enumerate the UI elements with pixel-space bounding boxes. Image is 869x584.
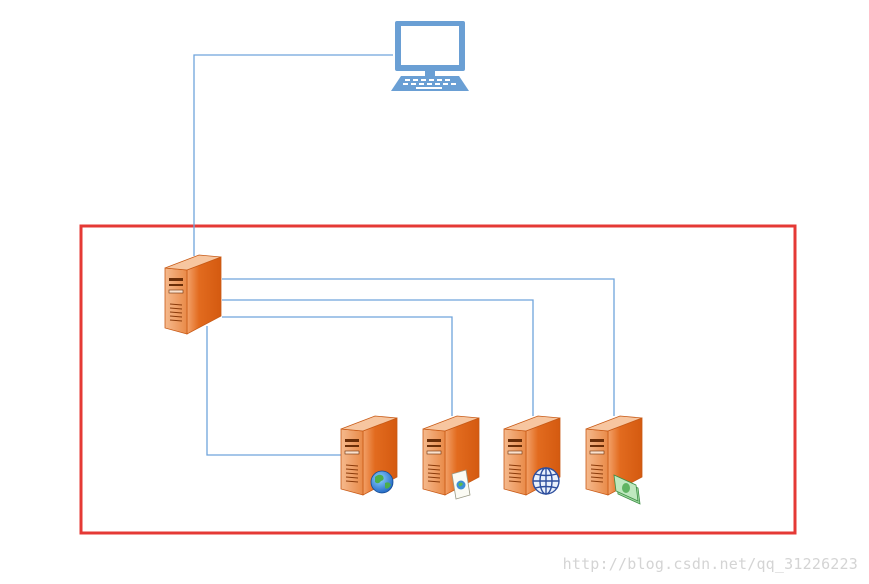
- server-icon-money: [585, 415, 643, 505]
- web-globe-badge-icon: [532, 467, 560, 495]
- gateway-server-icon: [164, 254, 222, 335]
- globe-badge-icon: [370, 470, 394, 494]
- connection-lines: [193, 54, 615, 456]
- watermark: http://blog.csdn.net/qq_31226223: [562, 555, 858, 573]
- edge-gateway-server-3: [222, 299, 534, 416]
- edge-client-gateway: [193, 54, 393, 256]
- edge-gateway-server-4: [222, 278, 615, 416]
- edge-gateway-server-2: [222, 316, 453, 416]
- server-icon-globe: [340, 415, 398, 496]
- edge-gateway-server-1: [206, 326, 343, 456]
- server-icon-document: [422, 415, 480, 500]
- document-badge-icon: [451, 469, 471, 500]
- server-icon-web-globe: [503, 415, 561, 496]
- money-badge-icon: [613, 474, 641, 505]
- server-group-box: [79, 224, 797, 535]
- computer-icon: [391, 21, 469, 91]
